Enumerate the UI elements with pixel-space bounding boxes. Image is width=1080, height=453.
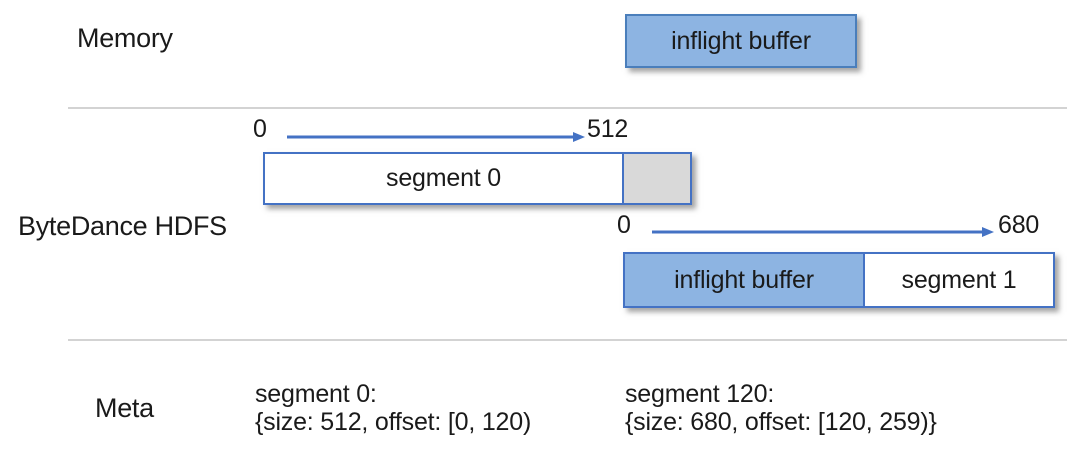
- segment1-box: inflight buffer segment 1: [623, 252, 1055, 308]
- hdfs-row-label: ByteDance HDFS: [18, 211, 227, 241]
- segment0-range-start: 0: [253, 115, 267, 143]
- divider-memory-hdfs: [68, 107, 1067, 109]
- segment0-label: segment 0: [386, 164, 501, 192]
- divider-hdfs-meta: [68, 339, 1067, 341]
- segment1-label: segment 1: [901, 265, 1017, 294]
- meta-entry-title: segment 0:: [255, 380, 377, 408]
- segment1-range-start: 0: [617, 211, 631, 239]
- memory-row-label: Memory: [77, 23, 173, 53]
- segment1-cell: segment 1: [865, 254, 1053, 306]
- meta-entry-title: segment 120:: [625, 380, 775, 408]
- segment0-range-arrow: [287, 132, 585, 142]
- memory-inflight-buffer-box: inflight buffer: [625, 14, 857, 68]
- segment1-inflight-cell: inflight buffer: [625, 254, 865, 306]
- segment1-range-arrow: [652, 227, 994, 237]
- segment1-inflight-label: inflight buffer: [674, 265, 814, 294]
- meta-entry-segment120: segment 120: {size: 680, offset: [120, 2…: [625, 380, 937, 436]
- meta-row-label: Meta: [95, 393, 154, 423]
- meta-entry-detail: {size: 512, offset: [0, 120): [255, 408, 532, 436]
- memory-inflight-buffer-label: inflight buffer: [671, 26, 811, 55]
- meta-entry-detail: {size: 680, offset: [120, 259)}: [625, 408, 937, 436]
- segment0-range-end: 512: [587, 115, 629, 143]
- segment0-cell: segment 0: [265, 154, 622, 203]
- segment0-box: segment 0: [263, 152, 692, 205]
- segment0-gray-tail: [622, 154, 690, 203]
- meta-entry-segment0: segment 0: {size: 512, offset: [0, 120): [255, 380, 531, 436]
- segment1-range-end: 680: [998, 211, 1040, 239]
